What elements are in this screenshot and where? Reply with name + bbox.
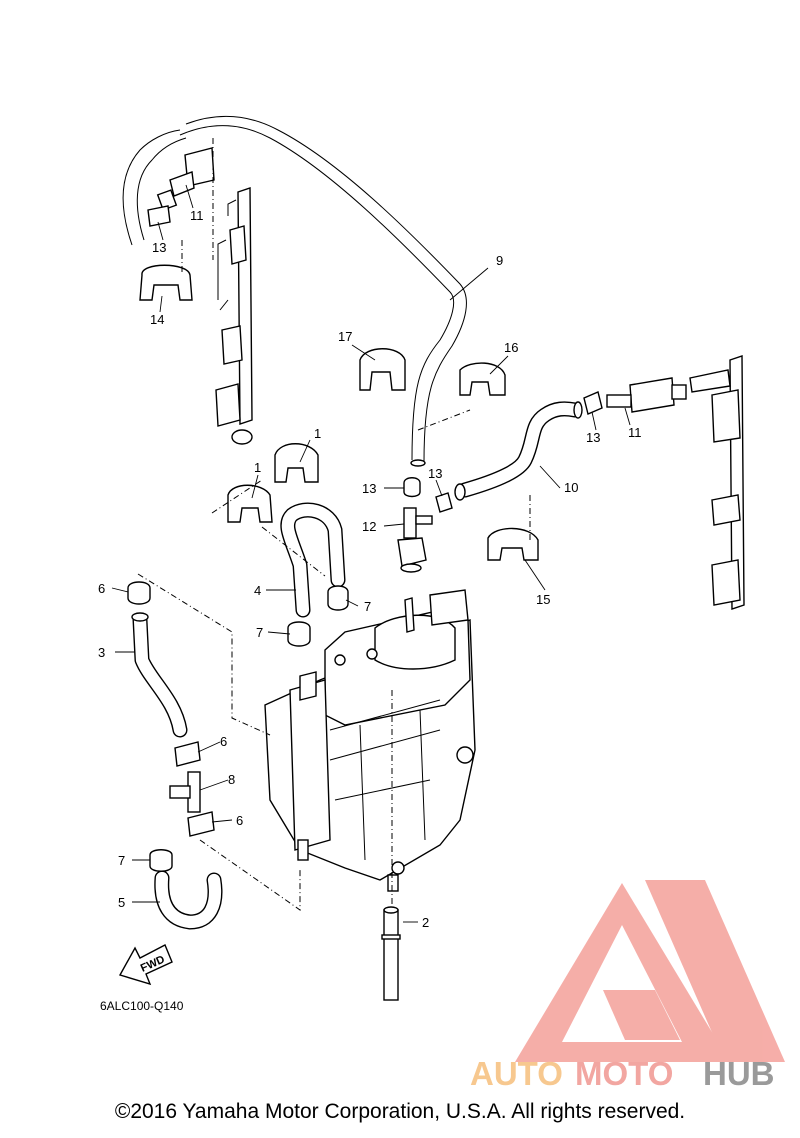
assembly-lines [137,138,531,911]
callout-11-top: 11 [190,208,204,223]
hose-10 [454,401,583,501]
callout-15: 15 [536,592,550,607]
callout-6-mid: 6 [220,734,227,749]
callout-13-mid: 13 [362,481,376,496]
callout-7-b: 7 [256,625,263,640]
callout-11-right: 11 [628,425,642,440]
callout-3: 3 [98,645,105,660]
joint-11-right [606,377,687,413]
watermark-hub: HUB [703,1055,775,1092]
callout-9: 9 [496,253,503,268]
callout-4: 4 [254,583,261,598]
callout-17: 17 [338,329,352,344]
filter-pipe-2 [381,906,401,1001]
callout-1-lower: 1 [254,460,261,475]
holder-1-lower [227,484,273,523]
clamp-7-c [149,849,173,872]
callout-2: 2 [422,915,429,930]
callout-13-top: 13 [152,240,166,255]
leader-lines [111,184,631,923]
callout-12: 12 [362,519,376,534]
callout-10: 10 [564,480,578,495]
hose-4 [280,502,346,618]
fuel-rail-left [215,187,253,445]
holder-1-upper [274,443,319,483]
callout-1-upper: 1 [314,426,321,441]
joint-11-top [156,147,215,211]
holder-16 [459,362,506,396]
clamp-7-b [287,621,311,647]
hose-5 [154,870,223,930]
clamp-13-right [583,391,603,415]
hose-9 [122,115,467,467]
clamp-13-mid [403,477,421,498]
vapor-separator-tank [264,589,476,892]
hose-3 [131,612,188,738]
clamp-6-mid [174,741,201,767]
callout-6-low: 6 [236,813,243,828]
callout-14: 14 [150,312,164,327]
clamp-6-low [187,811,215,837]
fuel-rail-right [689,355,745,610]
callout-8: 8 [228,772,235,787]
drawing-code: 6ALC100-Q140 [100,999,184,1013]
callout-numbers: 1 1 2 3 4 5 6 6 6 7 7 7 8 9 10 11 11 12 … [98,208,642,930]
callout-5: 5 [118,895,125,910]
clamp-13-top [147,205,171,227]
callout-16: 16 [504,340,518,355]
clamp-7-a [327,585,349,611]
automotohub-logo [515,880,785,1062]
joint-8 [169,771,201,813]
callout-13-left: 13 [428,466,442,481]
holder-17 [359,348,406,391]
watermark-auto: AUTO [470,1055,563,1092]
watermark-moto: MOTO [575,1055,673,1092]
callout-7-a: 7 [364,599,371,614]
clamp-6-top [127,581,151,605]
joint-12 [397,507,433,573]
fwd-arrow-icon: FWD [118,944,173,986]
holder-15 [487,527,539,561]
callout-7-c: 7 [118,853,125,868]
copyright-notice: ©2016 Yamaha Motor Corporation, U.S.A. A… [114,1100,686,1123]
clamp-13-left [435,492,453,513]
callout-6-top: 6 [98,581,105,596]
callout-13-right: 13 [586,430,600,445]
holder-14 [139,264,193,301]
